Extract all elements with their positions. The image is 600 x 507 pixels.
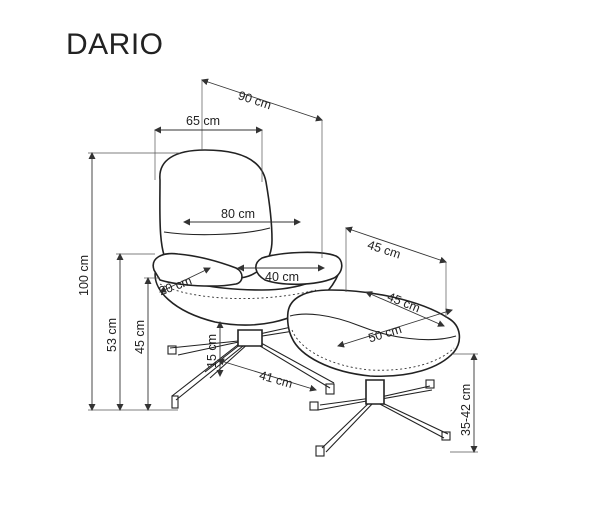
label-armrest-span: 80 cm (221, 207, 255, 221)
product-title: DARIO (66, 28, 164, 61)
dim-seat-width: 40 cm (237, 264, 325, 284)
dim-base-height: 15 cm (205, 321, 224, 377)
dim-armrest-span: 80 cm (183, 207, 301, 226)
dim-total-height: 100 cm (77, 152, 180, 411)
label-total-height: 100 cm (77, 255, 91, 296)
label-chair-depth: 90 cm (236, 88, 273, 112)
ottoman-base (309, 379, 451, 457)
dim-arm-height: 53 cm (105, 253, 155, 411)
label-ottoman-height: 35-42 cm (459, 384, 473, 436)
label-arm-height: 53 cm (105, 318, 119, 352)
label-base-height: 15 cm (205, 334, 219, 368)
label-ottoman-outer-depth: 45 cm (366, 238, 403, 262)
label-chair-width: 65 cm (186, 114, 220, 128)
dim-chair-width: 65 cm (154, 114, 263, 182)
dim-ottoman-height: 35-42 cm (450, 353, 478, 453)
ottoman (286, 289, 461, 457)
label-seat-width: 40 cm (265, 270, 299, 284)
dim-seat-height: 45 cm (133, 277, 160, 411)
label-base-diameter: 41 cm (258, 368, 295, 391)
label-seat-height: 45 cm (133, 320, 147, 354)
